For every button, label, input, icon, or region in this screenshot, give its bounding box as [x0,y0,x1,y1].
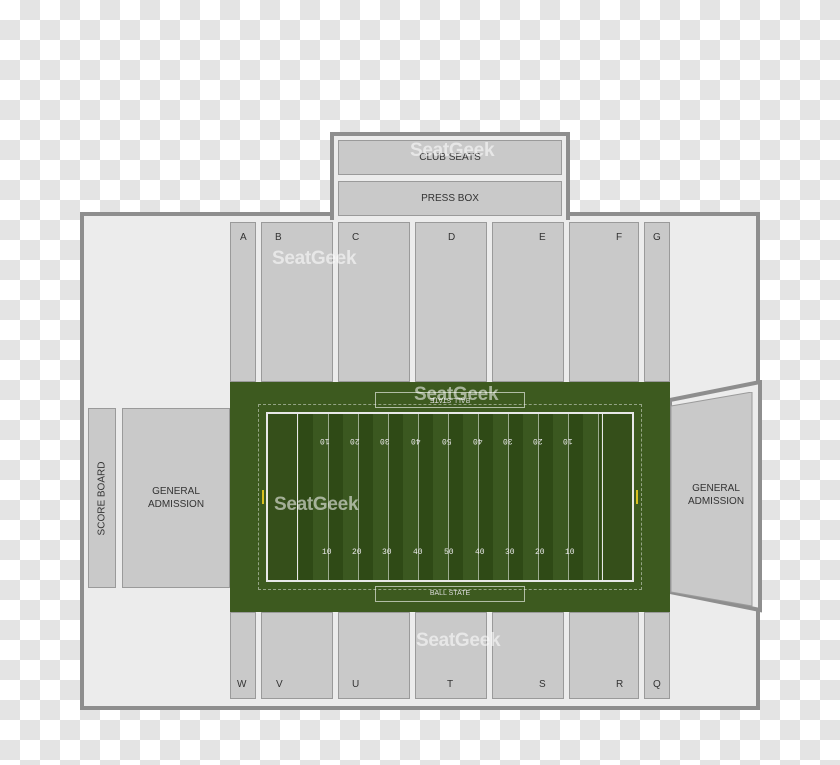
section-b[interactable]: B [261,222,333,382]
section-d-label: D [448,232,456,243]
section-e[interactable]: E [492,222,564,382]
yard-label-top-3: 30 [380,436,390,445]
endzone-east [602,414,632,580]
west-general-admission[interactable]: GENERAL ADMISSION [122,408,230,588]
press-box-label: PRESS BOX [421,193,479,204]
section-a[interactable]: A [230,222,256,382]
club-seats-section[interactable]: CLUB SEATS [338,140,562,175]
score-board: SCORE BOARD [88,408,116,588]
yard-label-bottom-6: 40 [475,548,485,557]
east-general-admission-label: GENERAL ADMISSION [687,483,745,507]
east-general-admission[interactable] [668,392,758,612]
score-board-label: SCORE BOARD [96,461,108,535]
field-dotted-border [258,404,642,590]
seatgeek-watermark: SeatGeek [414,384,499,405]
yard-label-bottom-9: 10 [565,548,575,557]
section-c-label: C [352,232,360,243]
yard-label-top-9: 10 [563,436,573,445]
section-b-label: B [275,232,282,243]
section-q[interactable]: Q [644,612,670,699]
yard-label-bottom-7: 30 [505,548,515,557]
section-q-label: Q [653,679,661,690]
section-v[interactable]: V [261,612,333,699]
west-general-admission-label: GENERAL ADMISSION [147,486,205,510]
goalpost-east [630,490,638,504]
yard-label-top-4: 40 [411,436,421,445]
section-r-label: R [616,679,624,690]
yard-label-bottom-1: 10 [322,548,332,557]
seatgeek-watermark: SeatGeek [416,630,501,651]
seatgeek-watermark: SeatGeek [274,494,359,515]
club-seats-label: CLUB SEATS [419,152,481,163]
goalpost-west [262,490,270,504]
press-box-section[interactable]: PRESS BOX [338,181,562,216]
section-f[interactable]: F [569,222,639,382]
yard-label-top-7: 30 [503,436,513,445]
yard-label-bottom-3: 30 [382,548,392,557]
section-f-label: F [616,232,623,243]
section-d[interactable]: D [415,222,487,382]
section-s[interactable]: S [492,612,564,699]
section-g[interactable]: G [644,222,670,382]
section-c[interactable]: C [338,222,410,382]
bottom-endzone-text: BALL STATE [429,590,471,597]
yard-label-top-5: 50 [442,436,452,445]
section-r[interactable]: R [569,612,639,699]
section-t[interactable]: T [415,612,487,699]
yard-label-top-1: 10 [320,436,330,445]
section-w-label: W [237,679,247,690]
section-g-label: G [653,232,661,243]
seatgeek-watermark: SeatGeek [272,248,357,269]
yard-label-bottom-4: 40 [413,548,423,557]
yard-label-top-8: 20 [533,436,543,445]
section-t-label: T [447,679,454,690]
section-u[interactable]: U [338,612,410,699]
yard-label-bottom-8: 20 [535,548,545,557]
section-s-label: S [539,679,546,690]
yard-label-bottom-5: 50 [444,548,454,557]
section-u-label: U [352,679,360,690]
section-e-label: E [539,232,546,243]
yard-label-bottom-2: 20 [352,548,362,557]
top-sideline-box: BALL STATE [375,392,525,408]
bottom-sideline-box: BALL STATE [375,586,525,602]
football-field: BALL STATE BALL STATE 10 20 30 40 50 40 … [230,382,670,612]
section-a-label: A [240,232,247,243]
yard-label-top-2: 20 [350,436,360,445]
field-boundary [266,412,634,582]
section-v-label: V [276,679,283,690]
yard-lines [299,414,601,580]
endzone-west [268,414,298,580]
seatgeek-watermark: SeatGeek [410,140,495,161]
yard-label-top-6: 40 [473,436,483,445]
section-w[interactable]: W [230,612,256,699]
